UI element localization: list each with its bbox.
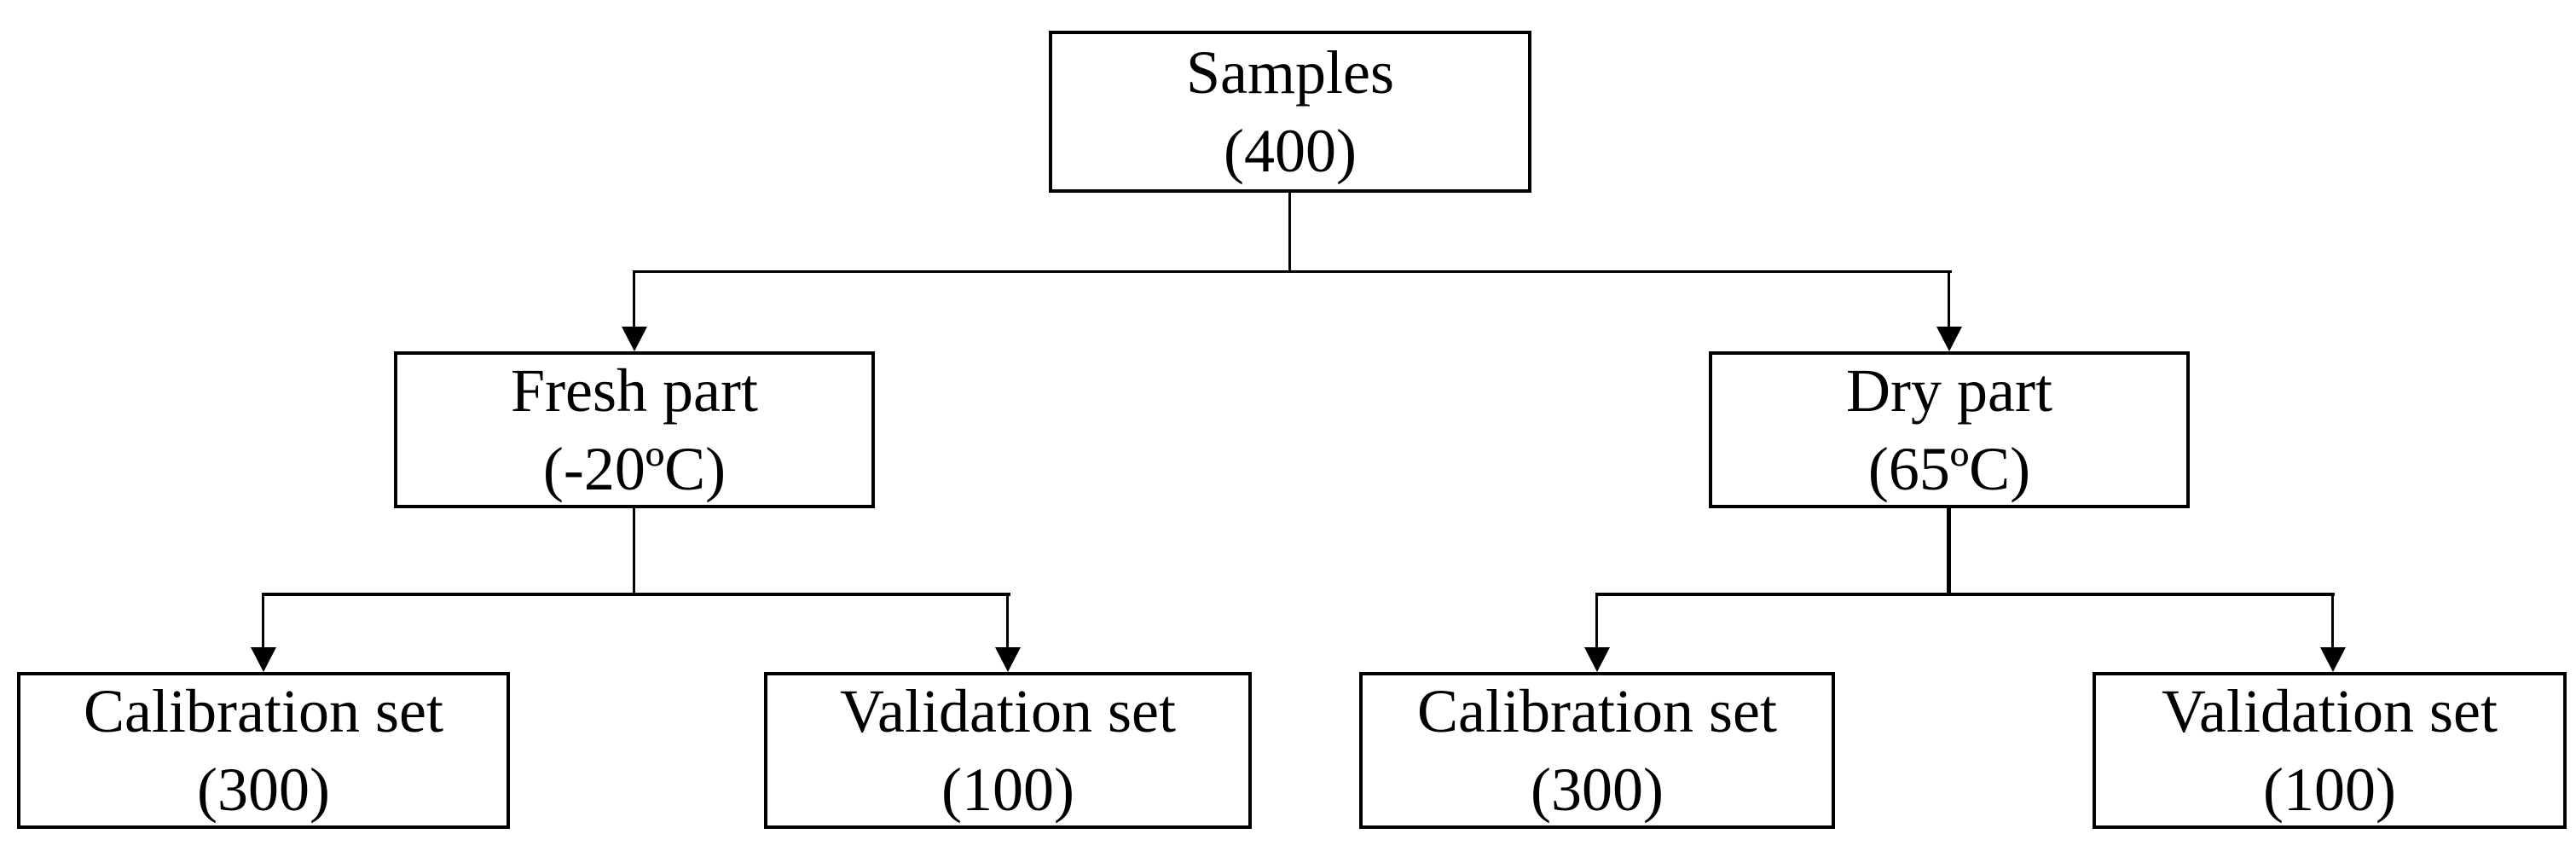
edge-fresh-validation-drop-line bbox=[1006, 593, 1009, 648]
arrow-down-icon bbox=[995, 647, 1021, 672]
node-dry-validation-set: Validation set (100) bbox=[2093, 672, 2567, 829]
node-dry-validation-label: Validation set bbox=[2162, 676, 2498, 745]
node-dry-calibration-value: (300) bbox=[1531, 756, 1664, 824]
node-dry-calibration-label: Calibration set bbox=[1417, 676, 1777, 745]
edge-dry-validation-drop-line bbox=[2331, 593, 2334, 648]
node-samples-label: Samples bbox=[1186, 38, 1394, 107]
node-dry-validation-value: (100) bbox=[2263, 756, 2396, 824]
node-fresh-part-value: (-20ºC) bbox=[542, 435, 726, 503]
node-fresh-validation-set: Validation set (100) bbox=[764, 672, 1252, 829]
edge-samples-fresh-drop-line bbox=[633, 270, 635, 327]
node-fresh-validation-value: (100) bbox=[941, 756, 1074, 824]
edge-fresh-branch-rail-line bbox=[262, 593, 1010, 596]
edge-fresh-stem-line bbox=[633, 508, 635, 596]
arrow-down-icon bbox=[1936, 327, 1962, 351]
node-dry-part-label: Dry part bbox=[1846, 356, 2052, 425]
node-samples: Samples (400) bbox=[1049, 31, 1531, 193]
node-dry-part: Dry part (65ºC) bbox=[1709, 351, 2190, 508]
node-samples-value: (400) bbox=[1224, 117, 1357, 185]
node-fresh-calibration-set: Calibration set (300) bbox=[17, 672, 510, 829]
node-dry-calibration-set: Calibration set (300) bbox=[1359, 672, 1835, 829]
arrow-down-icon bbox=[251, 647, 276, 672]
node-fresh-part: Fresh part (-20ºC) bbox=[394, 351, 875, 508]
edge-samples-stem-line bbox=[1288, 191, 1291, 273]
arrow-down-icon bbox=[1584, 647, 1610, 672]
arrow-down-icon bbox=[622, 327, 647, 351]
edge-samples-branch-rail-line bbox=[633, 270, 1952, 273]
edge-dry-branch-rail-line bbox=[1595, 593, 2335, 596]
node-fresh-calibration-label: Calibration set bbox=[84, 676, 443, 745]
edge-samples-dry-drop-line bbox=[1948, 270, 1950, 327]
edge-dry-calibration-drop-line bbox=[1595, 593, 1598, 648]
node-fresh-part-label: Fresh part bbox=[511, 356, 758, 425]
node-fresh-validation-label: Validation set bbox=[840, 676, 1176, 745]
edge-dry-stem-line bbox=[1947, 508, 1951, 596]
node-fresh-calibration-value: (300) bbox=[197, 756, 330, 824]
edge-fresh-calibration-drop-line bbox=[262, 593, 264, 648]
arrow-down-icon bbox=[2320, 647, 2346, 672]
node-dry-part-value: (65ºC) bbox=[1867, 435, 2031, 503]
